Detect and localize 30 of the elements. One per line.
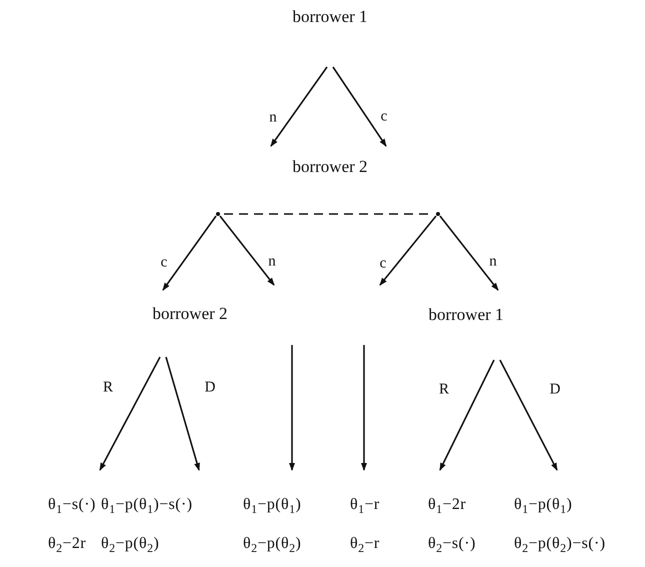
payoff-text: θ$_{2}$−s(·) [428,535,476,556]
arrow [289,345,295,471]
arrow [361,345,367,471]
payoff-text: θ$_{1}$−p(θ$_{1}$) [514,496,572,516]
arrow [165,356,200,471]
decision-point [436,212,440,216]
arrow [499,360,558,471]
arrow [379,216,437,286]
arrow [439,360,495,471]
arrow [332,66,387,147]
payoff-text: θ$_{1}$−2r [428,496,466,516]
payoff-text: θ$_{1}$−s(·) [48,496,96,516]
payoff-text: θ$_{1}$−r [350,496,380,516]
player-label: borrower 2 [292,157,368,177]
arrow [162,216,217,291]
arrow [439,216,499,291]
payoff-text: θ$_{1}$−p(θ$_{1}$)−s(·) [101,496,192,516]
payoff-text: θ$_{2}$−p(θ$_{2}$)−s(·) [514,535,606,556]
payoff-text: θ$_{1}$−p(θ$_{1}$) [243,496,302,516]
player-label: borrower 1 [428,305,504,325]
decision-point [216,212,220,216]
arrow [99,356,161,471]
arrow [219,216,275,286]
arrow [270,66,328,147]
payoff-text: θ$_{2}$−r [350,535,380,556]
payoff-text: θ$_{2}$−p(θ$_{2}$) [101,535,160,556]
payoff-text: θ$_{2}$−2r [48,535,86,556]
player-label: borrower 1 [292,7,368,27]
player-label: borrower 2 [152,304,228,324]
payoff-text: θ$_{2}$−p(θ$_{2}$) [243,535,302,556]
